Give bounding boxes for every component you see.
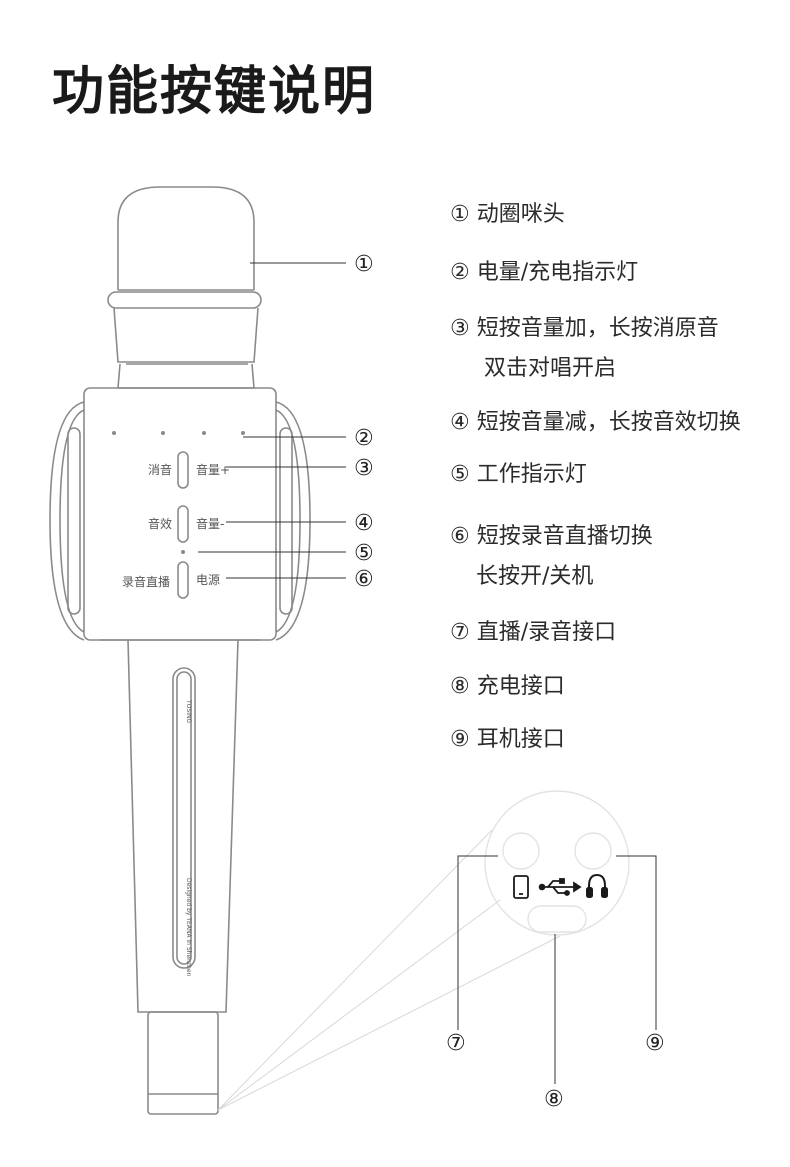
legend-num: ⑤ — [450, 462, 470, 487]
mic-handle-slot — [172, 667, 196, 969]
legend-num: ③ — [450, 316, 470, 341]
legend-num: ⑧ — [450, 674, 470, 699]
mic-handle — [127, 639, 239, 1013]
legend-item-3: ③ 短按音量加，长按消原音 双击对唱开启 — [450, 316, 719, 383]
vol-down-button[interactable] — [177, 505, 189, 543]
port-right-circle — [574, 832, 612, 870]
callout-9: ⑨ — [645, 1031, 665, 1056]
callout-2: ② — [354, 426, 374, 451]
battery-indicators — [112, 431, 245, 435]
legend-text: 充电接口 — [476, 674, 565, 699]
designed-by-label: Designed by TEANA in Shenzhen — [185, 878, 192, 977]
power-label: 电源 — [196, 573, 220, 587]
mute-label: 消音 — [148, 462, 172, 477]
callout-1: ① — [354, 252, 374, 277]
legend-text: 短按音量减，长按音效切换 — [476, 410, 741, 435]
port-leader-lines — [457, 855, 657, 1084]
page-title: 功能按键说明 — [52, 62, 377, 122]
headphones-icon — [586, 873, 608, 898]
brand-label: TOSING — [185, 699, 192, 723]
port-left-circle — [502, 832, 540, 870]
legend-item-6: ⑥ 短按录音直播切换 长按开/关机 — [450, 524, 653, 591]
callout-5: ⑤ — [354, 541, 374, 566]
legend-item-2: ② 电量/充电指示灯 — [450, 260, 638, 286]
legend-subtext: 长按开/关机 — [476, 564, 594, 590]
legend-text: 短按音量加，长按消原音 — [476, 316, 719, 341]
legend-num: ① — [450, 202, 470, 227]
mic-ring — [107, 291, 262, 309]
mic-grille — [117, 186, 255, 290]
legend-item-8: ⑧ 充电接口 — [450, 674, 565, 700]
callout-4: ④ — [354, 511, 374, 536]
legend-item-9: ⑨ 耳机接口 — [450, 727, 565, 753]
effect-label: 音效 — [148, 516, 172, 531]
usb-icon — [538, 878, 582, 896]
vol-up-label: 音量+ — [196, 462, 230, 477]
legend-text: 直播/录音接口 — [476, 620, 617, 645]
phone-icon — [513, 875, 529, 899]
zoom-lines — [217, 829, 561, 1111]
vol-down-label: 音量- — [196, 516, 224, 531]
callout-8: ⑧ — [544, 1087, 564, 1112]
legend-item-1: ① 动圈咪头 — [450, 202, 565, 228]
mic-bottom-cap — [147, 1011, 219, 1115]
legend-num: ② — [450, 260, 470, 285]
callout-7: ⑦ — [446, 1031, 466, 1056]
legend-num: ④ — [450, 410, 470, 435]
legend-text: 短按录音直播切换 — [476, 524, 653, 549]
mic-body-panel — [83, 387, 277, 641]
vol-up-button[interactable] — [177, 451, 189, 489]
microphone-body — [49, 186, 311, 1115]
legend-num: ⑨ — [450, 727, 470, 752]
legend-item-7: ⑦ 直播/录音接口 — [450, 620, 616, 646]
legend-text: 工作指示灯 — [476, 462, 587, 487]
legend-text: 动圈咪头 — [476, 202, 565, 227]
work-indicator — [181, 550, 185, 554]
legend-item-5: ⑤ 工作指示灯 — [450, 462, 587, 488]
bottom-detail — [484, 790, 630, 936]
legend-text: 电量/充电指示灯 — [476, 260, 639, 285]
leader-lines — [198, 262, 346, 579]
callout-6: ⑥ — [354, 567, 374, 592]
legend-num: ⑥ — [450, 524, 470, 549]
legend-subtext: 双击对唱开启 — [484, 356, 617, 382]
power-button[interactable] — [177, 561, 189, 599]
legend-num: ⑦ — [450, 620, 470, 645]
callout-3: ③ — [354, 456, 374, 481]
charge-port-outline — [527, 905, 587, 933]
legend-item-4: ④ 短按音量减，长按音效切换 — [450, 410, 741, 436]
record-live-label: 录音直播 — [122, 574, 170, 589]
legend-text: 耳机接口 — [476, 727, 565, 752]
